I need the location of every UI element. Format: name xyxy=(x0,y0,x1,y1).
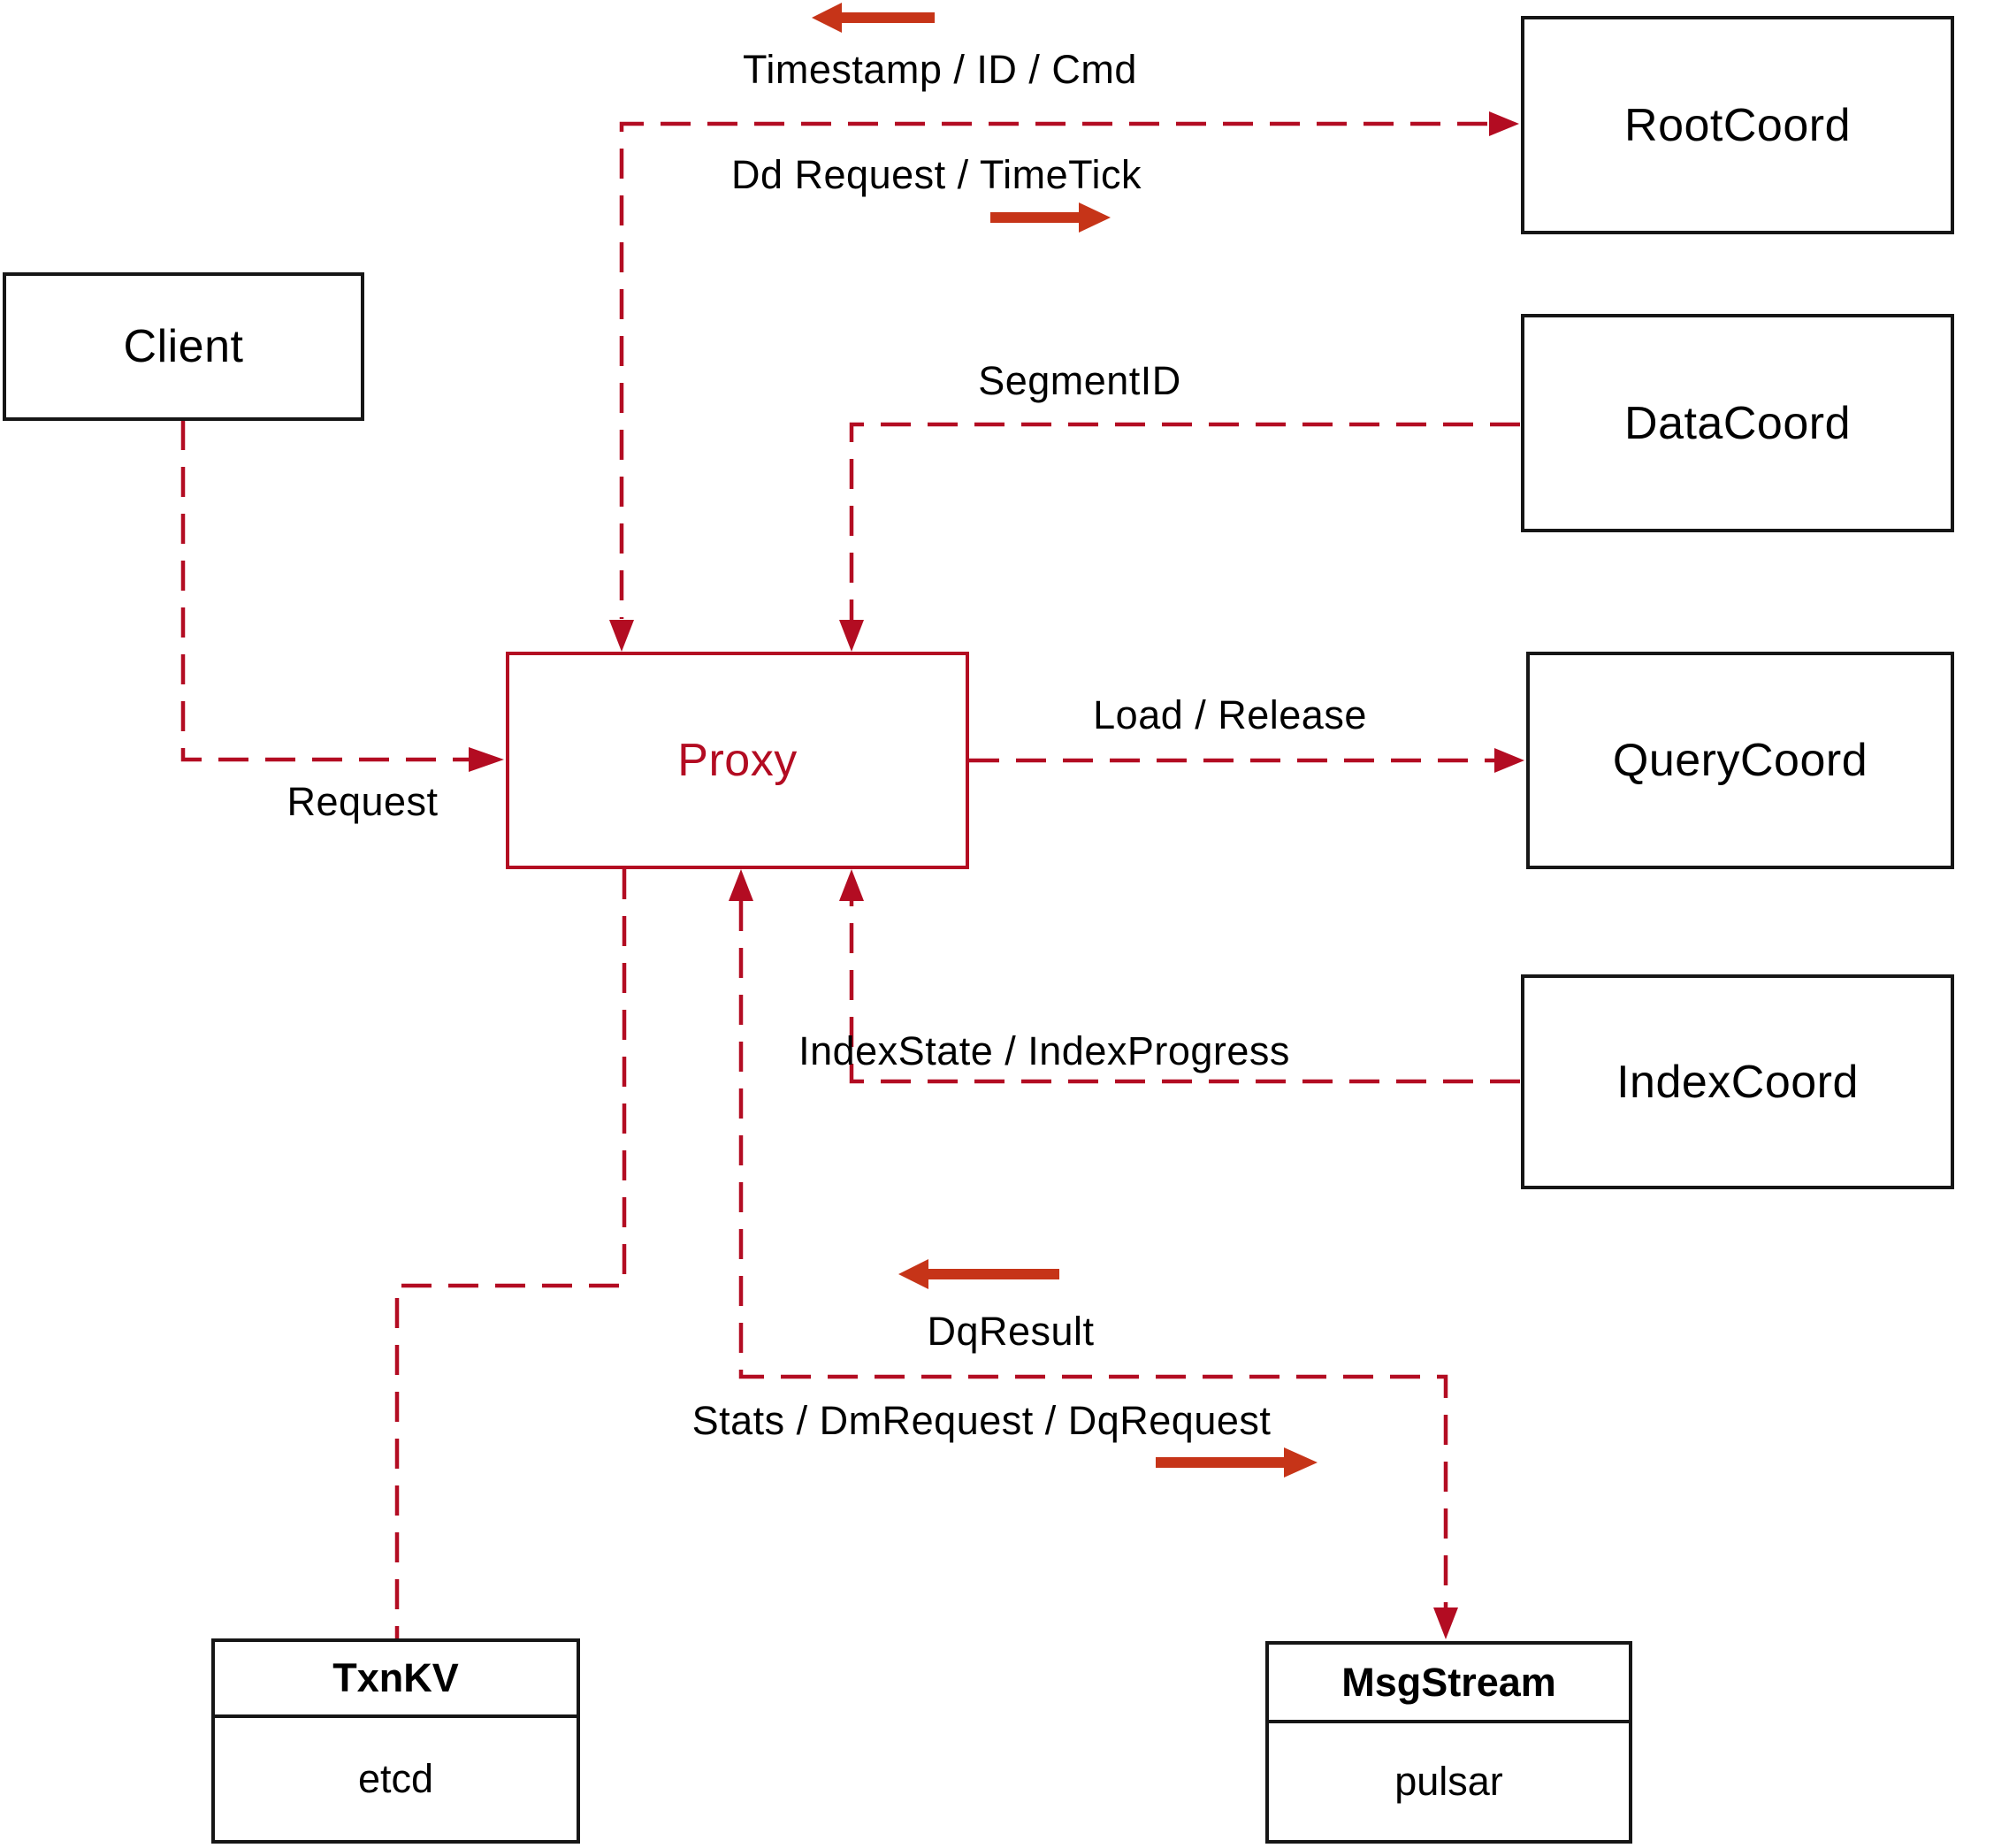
node-datacoord: DataCoord xyxy=(1521,314,1954,532)
arrowhead-into-querycoord xyxy=(1494,748,1524,773)
label-index-state-progress: IndexState / IndexProgress xyxy=(798,1028,1290,1073)
node-querycoord-label: QueryCoord xyxy=(1612,735,1868,786)
label-stats-dm-dq: Stats / DmRequest / DqRequest xyxy=(691,1398,1272,1443)
node-datacoord-label: DataCoord xyxy=(1624,397,1851,449)
arrowhead-into-proxy-left xyxy=(469,747,504,772)
node-client-label: Client xyxy=(123,321,244,372)
label-dd-request-timetick: Dd Request / TimeTick xyxy=(731,152,1142,197)
node-proxy-label: Proxy xyxy=(677,735,798,786)
arrowhead-into-proxy-top-left xyxy=(609,620,634,652)
arrowhead-into-msgstream xyxy=(1433,1607,1458,1639)
node-msgstream-subtitle: pulsar xyxy=(1394,1759,1503,1804)
annotation-arrow-dqresult-left xyxy=(898,1259,1059,1289)
node-txnkv-title: TxnKV xyxy=(215,1642,577,1718)
arrowhead-into-proxy-bottom-right xyxy=(839,869,864,901)
arrowhead-into-rootcoord xyxy=(1489,111,1519,136)
node-client: Client xyxy=(3,272,364,421)
annotation-arrow-stats-right xyxy=(1156,1447,1318,1478)
label-dq-result: DqResult xyxy=(927,1309,1095,1354)
arrowhead-into-proxy-top-right xyxy=(839,620,864,652)
label-load-release: Load / Release xyxy=(1093,692,1367,737)
edge-datacoord-proxy xyxy=(849,422,1520,620)
edge-proxy-txnkv xyxy=(394,869,627,1638)
edge-proxy-rootcoord xyxy=(619,121,1487,619)
node-indexcoord: IndexCoord xyxy=(1521,974,1954,1189)
node-rootcoord-label: RootCoord xyxy=(1624,99,1851,151)
node-txnkv: TxnKV etcd xyxy=(211,1638,580,1844)
node-rootcoord: RootCoord xyxy=(1521,16,1954,234)
node-proxy: Proxy xyxy=(506,652,969,869)
node-querycoord: QueryCoord xyxy=(1526,652,1954,869)
edge-client-proxy xyxy=(180,420,469,762)
node-msgstream: MsgStream pulsar xyxy=(1265,1641,1632,1844)
node-msgstream-title: MsgStream xyxy=(1269,1645,1629,1723)
edge-proxy-msgstream xyxy=(738,901,1448,1607)
edge-indexcoord-proxy xyxy=(849,901,1520,1084)
label-timestamp-id-cmd: Timestamp / ID / Cmd xyxy=(743,47,1137,92)
node-indexcoord-label: IndexCoord xyxy=(1616,1056,1859,1108)
annotation-arrow-timestamp-left xyxy=(812,3,935,33)
arrowhead-into-proxy-bottom-left xyxy=(729,869,753,901)
label-segment-id: SegmentID xyxy=(978,358,1181,403)
annotation-arrow-ddrequest-right xyxy=(990,202,1111,233)
node-txnkv-subtitle: etcd xyxy=(357,1756,434,1801)
label-request: Request xyxy=(286,779,439,824)
